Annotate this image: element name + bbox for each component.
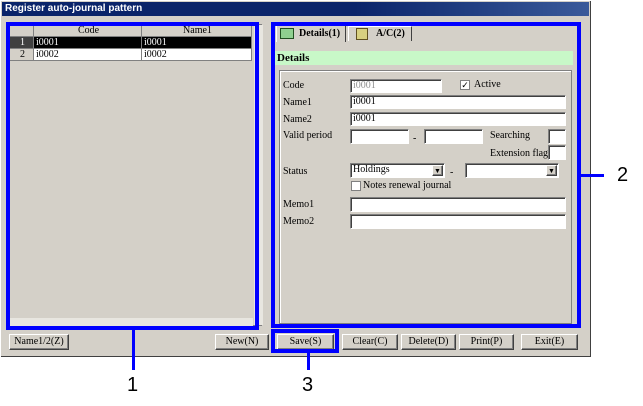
details-group [279,70,572,324]
valid-from-input[interactable] [350,129,409,144]
callout-number-3: 3 [302,374,314,396]
exit-button[interactable]: Exit(E) [521,334,578,350]
name2-label: Name2 [283,114,312,125]
clear-button[interactable]: Clear(C) [342,334,398,350]
book-icon [280,28,294,39]
searching-input[interactable] [548,129,566,144]
grid-header-code[interactable]: Code [34,25,142,37]
cell-code[interactable]: i0001 [34,37,142,49]
tab-ac-label: A/C(2) [376,28,405,39]
window-title: Register auto-journal pattern [2,2,589,16]
name1-input[interactable]: i0001 [350,95,566,109]
status-value: Holdings [353,164,390,175]
status-select[interactable]: Holdings ▼ [350,163,445,178]
name2-input[interactable]: i0001 [350,112,566,126]
delete-button[interactable]: Delete(D) [401,334,456,350]
print-button[interactable]: Print(P) [459,334,514,350]
new-button[interactable]: New(N) [215,334,269,350]
callout-number-2: 2 [617,164,629,186]
tab-details-label: Details(1) [299,28,341,39]
status-dash: - [450,167,454,178]
callout-line-1 [132,330,135,370]
extension-flag-input[interactable] [548,145,566,160]
memo1-input[interactable] [350,197,566,212]
callout-box-2 [271,22,581,328]
code-label: Code [283,80,305,91]
memo2-label: Memo2 [283,216,315,227]
chevron-down-icon[interactable]: ▼ [432,165,443,176]
notes-renewal-label: Notes renewal journal [363,180,452,191]
valid-to-input[interactable] [424,129,483,144]
searching-label: Searching [490,130,530,141]
tab-ac[interactable]: A/C(2) [348,26,412,41]
status-label: Status [283,166,308,177]
valid-period-label: Valid period [283,130,333,141]
details-header: Details [275,51,573,65]
notes-renewal-checkbox[interactable] [351,181,361,191]
chevron-down-icon[interactable]: ▼ [546,165,557,176]
callout-box-3 [271,329,339,353]
cell-name1[interactable]: i0002 [142,49,252,61]
active-label: Active [474,79,501,90]
status-to-select[interactable]: ▼ [465,163,559,178]
grid-header-name1[interactable]: Name1 [142,25,252,37]
extension-flag-label: Extension flag [490,148,549,159]
record-grid[interactable]: Code Name1 1 i0001 i0001 2 i0002 i0002 [9,24,262,326]
grid-corner [10,25,34,37]
callout-line-2 [581,174,604,177]
callout-box-1 [6,22,259,330]
code-input[interactable]: i0001 [350,79,442,93]
ledger-icon [356,28,368,40]
memo2-input[interactable] [350,214,566,229]
cell-name1[interactable]: i0001 [142,37,252,49]
active-checkbox[interactable]: ✓ [460,80,470,90]
name1-label: Name1 [283,97,312,108]
callout-line-3 [307,353,310,370]
row-number[interactable]: 2 [10,49,34,61]
name12-button[interactable]: Name1/2(Z) [9,334,69,350]
horizontal-scrollbar[interactable] [10,318,253,326]
memo1-label: Memo1 [283,199,315,210]
period-dash: - [413,133,417,144]
row-number[interactable]: 1 [10,37,34,49]
callout-number-1: 1 [127,374,139,396]
cell-code[interactable]: i0002 [34,49,142,61]
